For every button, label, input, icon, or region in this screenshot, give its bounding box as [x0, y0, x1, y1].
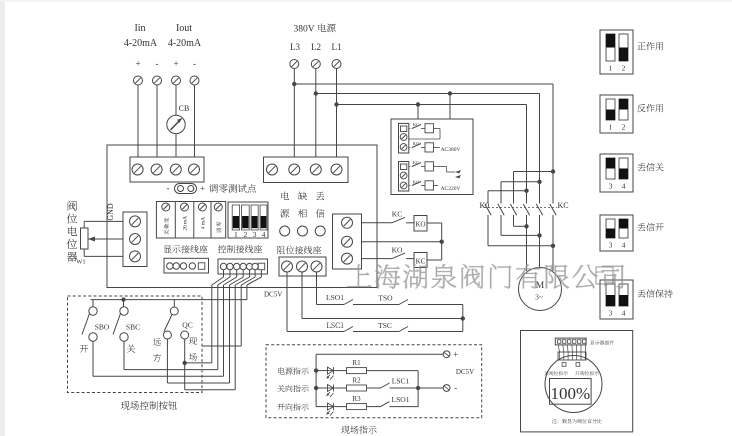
svg-text:4: 4 [622, 309, 626, 318]
svg-text:mA: mA [183, 216, 189, 224]
svg-text:mA: mA [201, 217, 207, 225]
svg-text:3: 3 [609, 309, 613, 318]
svg-text:3~: 3~ [535, 293, 543, 302]
svg-text:K0: K0 [480, 201, 490, 210]
svg-text:1: 1 [234, 230, 238, 239]
svg-text:LSO1: LSO1 [326, 293, 344, 302]
svg-text:-: - [193, 59, 196, 69]
svg-text:GND: GND [106, 203, 115, 221]
svg-text:1: 1 [609, 123, 613, 132]
svg-text:QC: QC [182, 321, 192, 330]
svg-text:DC5V: DC5V [264, 291, 282, 299]
svg-text:+: + [173, 59, 178, 69]
svg-text:L3: L3 [290, 42, 300, 52]
svg-text:TSO: TSO [378, 294, 393, 303]
svg-text:KC: KC [413, 160, 419, 165]
svg-text:R3: R3 [352, 395, 361, 403]
svg-text:R2: R2 [352, 377, 361, 385]
svg-text:2: 2 [243, 230, 247, 239]
svg-text:2: 2 [622, 64, 626, 73]
svg-text:AC220V: AC220V [441, 186, 461, 192]
svg-text:KC: KC [392, 210, 402, 219]
svg-text:KO: KO [413, 180, 420, 185]
svg-text:20: 20 [183, 225, 189, 231]
svg-text:Iout: Iout [176, 23, 192, 34]
svg-text:AC380V: AC380V [441, 147, 461, 153]
svg-text:3: 3 [609, 182, 613, 191]
svg-text:SBC: SBC [126, 323, 140, 332]
svg-text:TSC: TSC [378, 321, 392, 330]
svg-text:4: 4 [262, 230, 266, 239]
svg-text:R1: R1 [352, 359, 361, 367]
svg-text:-: - [167, 183, 170, 193]
svg-text:-: - [454, 383, 457, 393]
svg-text:KO: KO [392, 246, 403, 255]
svg-text:+: + [135, 59, 140, 69]
svg-text:3: 3 [253, 230, 257, 239]
svg-text:CB: CB [179, 104, 190, 113]
svg-text:4-20mA: 4-20mA [168, 38, 202, 49]
svg-text:4: 4 [201, 226, 207, 229]
svg-text:3: 3 [609, 241, 613, 250]
svg-text:M: M [536, 281, 545, 291]
svg-text:L2: L2 [311, 42, 321, 52]
svg-text:1: 1 [609, 64, 613, 73]
svg-text:2: 2 [622, 123, 626, 132]
svg-text:KC: KC [413, 122, 419, 127]
svg-text:4: 4 [622, 241, 626, 250]
svg-text:380V: 380V [293, 25, 314, 35]
svg-text:100%: 100% [550, 384, 590, 403]
svg-text:L1: L1 [332, 42, 342, 52]
svg-text:KO: KO [413, 141, 420, 146]
svg-text:DC5V: DC5V [456, 368, 474, 376]
svg-text:W1: W1 [76, 259, 85, 266]
svg-text:+: + [453, 349, 458, 359]
svg-text:SBO: SBO [95, 323, 110, 332]
svg-text:4: 4 [622, 182, 626, 191]
svg-text:KC: KC [416, 258, 426, 266]
svg-text:KC: KC [558, 201, 569, 210]
svg-text:KO: KO [415, 221, 425, 229]
svg-text:Iin: Iin [134, 23, 145, 34]
svg-text:LSC1: LSC1 [392, 377, 410, 386]
svg-text:LSO1: LSO1 [392, 395, 410, 404]
svg-text:4-20mA: 4-20mA [124, 38, 158, 49]
svg-text:-: - [156, 59, 159, 69]
svg-text:+: + [200, 184, 205, 194]
